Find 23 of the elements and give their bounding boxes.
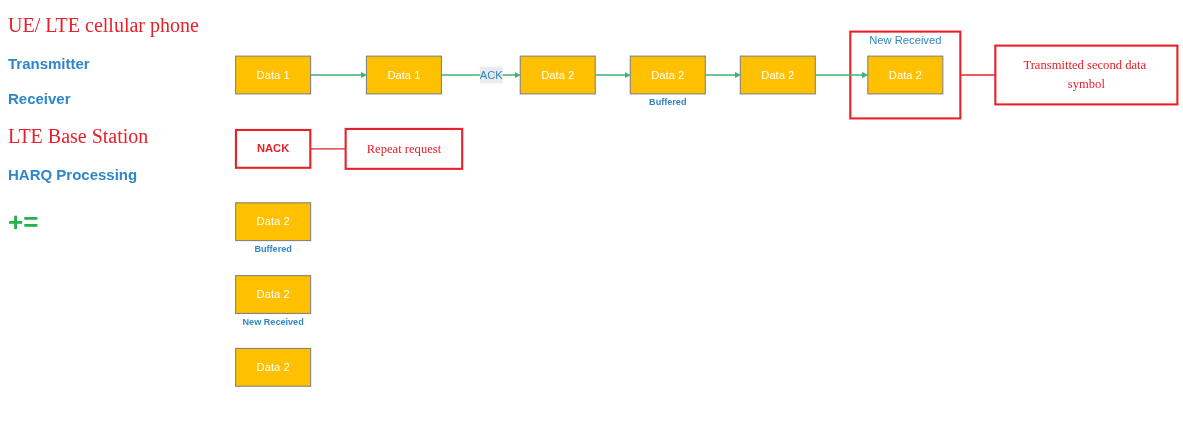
status-caption: Buffered bbox=[254, 243, 292, 254]
status-caption: Buffered bbox=[649, 96, 687, 107]
status-caption: New Received bbox=[242, 316, 304, 327]
node-box: Data 2 bbox=[235, 201, 312, 241]
row-label: Transmitter bbox=[8, 55, 91, 72]
node-box: Data 2 bbox=[739, 55, 816, 95]
node-box: Data 2 bbox=[235, 347, 312, 387]
node-box: Data 2 bbox=[629, 55, 706, 95]
node-box: Data 2 bbox=[867, 55, 944, 95]
node-box: Repeat request bbox=[344, 127, 464, 170]
place-caption: UE/ LTE cellular phone bbox=[8, 14, 200, 37]
node-box: NACK bbox=[234, 128, 312, 169]
node-box: Data 1 bbox=[365, 55, 442, 95]
node-box: Transmitted second data symbol bbox=[994, 44, 1179, 106]
node-box: Data 2 bbox=[519, 55, 596, 95]
section-heading: HARQ Processing bbox=[8, 166, 139, 183]
node-box: Data 1 bbox=[235, 55, 312, 95]
row-label: Receiver bbox=[8, 90, 72, 107]
node-box: Data 2 bbox=[235, 274, 312, 314]
place-caption: LTE Base Station bbox=[8, 125, 150, 148]
plus-sign: + bbox=[8, 207, 24, 238]
equals-sign: = bbox=[23, 207, 39, 238]
edge-label: ACK bbox=[479, 68, 503, 81]
